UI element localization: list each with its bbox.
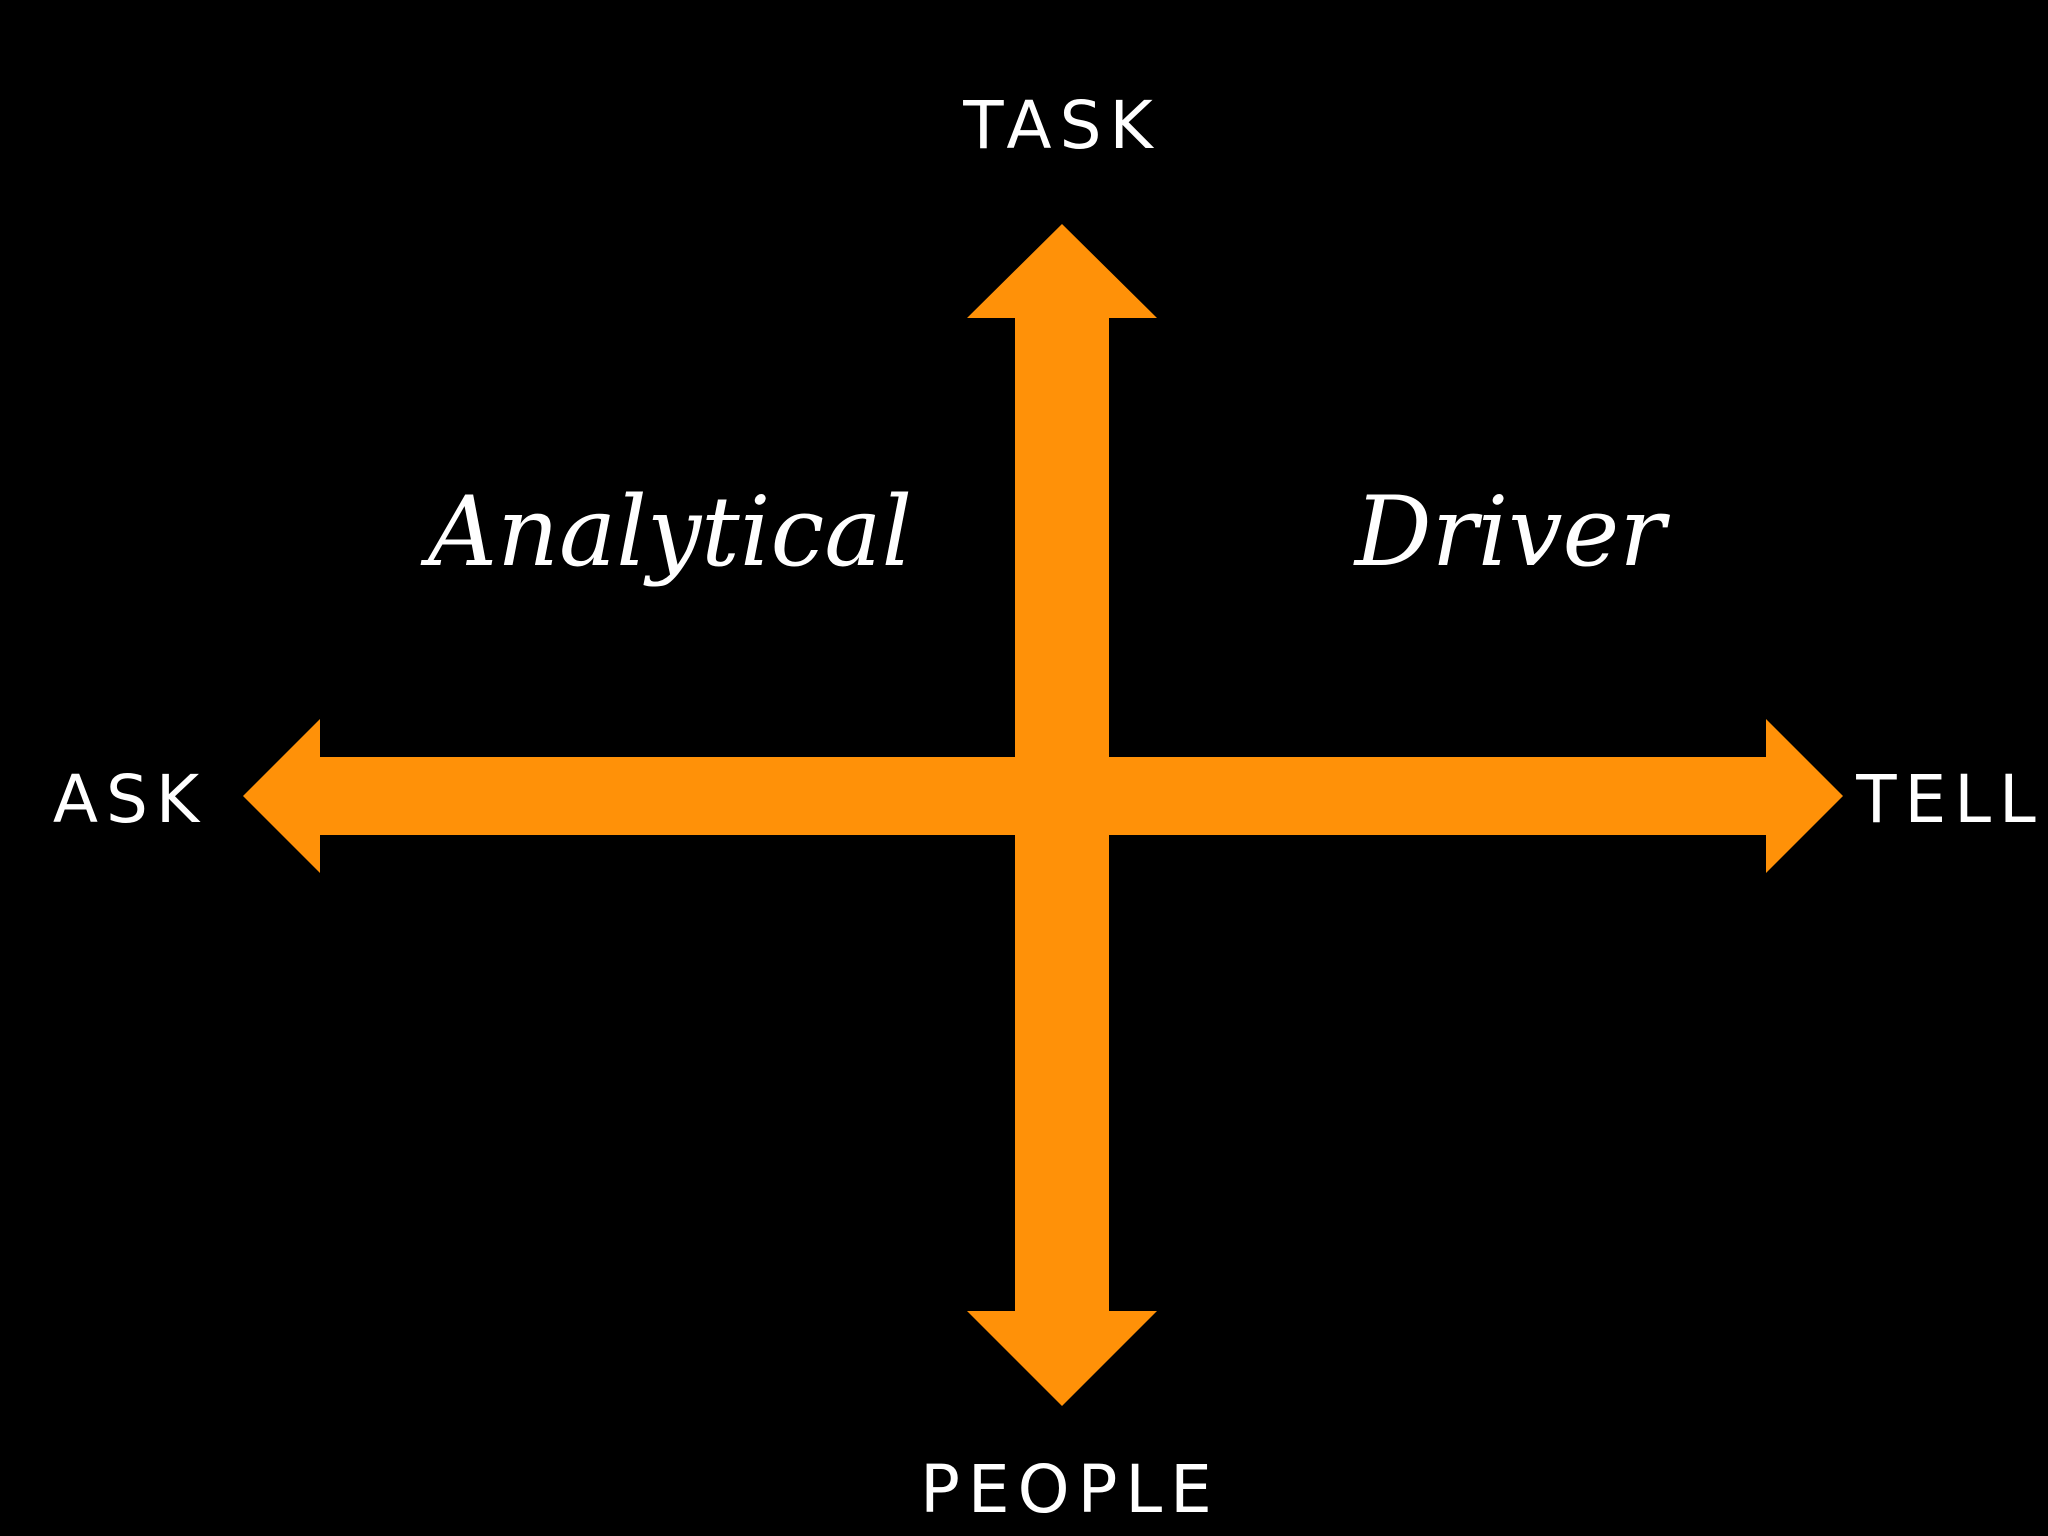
vertical-axis-arrow <box>967 224 1157 1406</box>
quadrant-label-analytical: Analytical <box>420 476 912 588</box>
axis-label-top: TASK <box>962 87 1161 164</box>
axis-label-bottom: PEOPLE <box>920 1451 1220 1528</box>
quadrant-label-driver: Driver <box>1353 476 1671 588</box>
axis-label-left: ASK <box>53 761 207 838</box>
axis-label-right: TELL <box>1855 761 2044 838</box>
